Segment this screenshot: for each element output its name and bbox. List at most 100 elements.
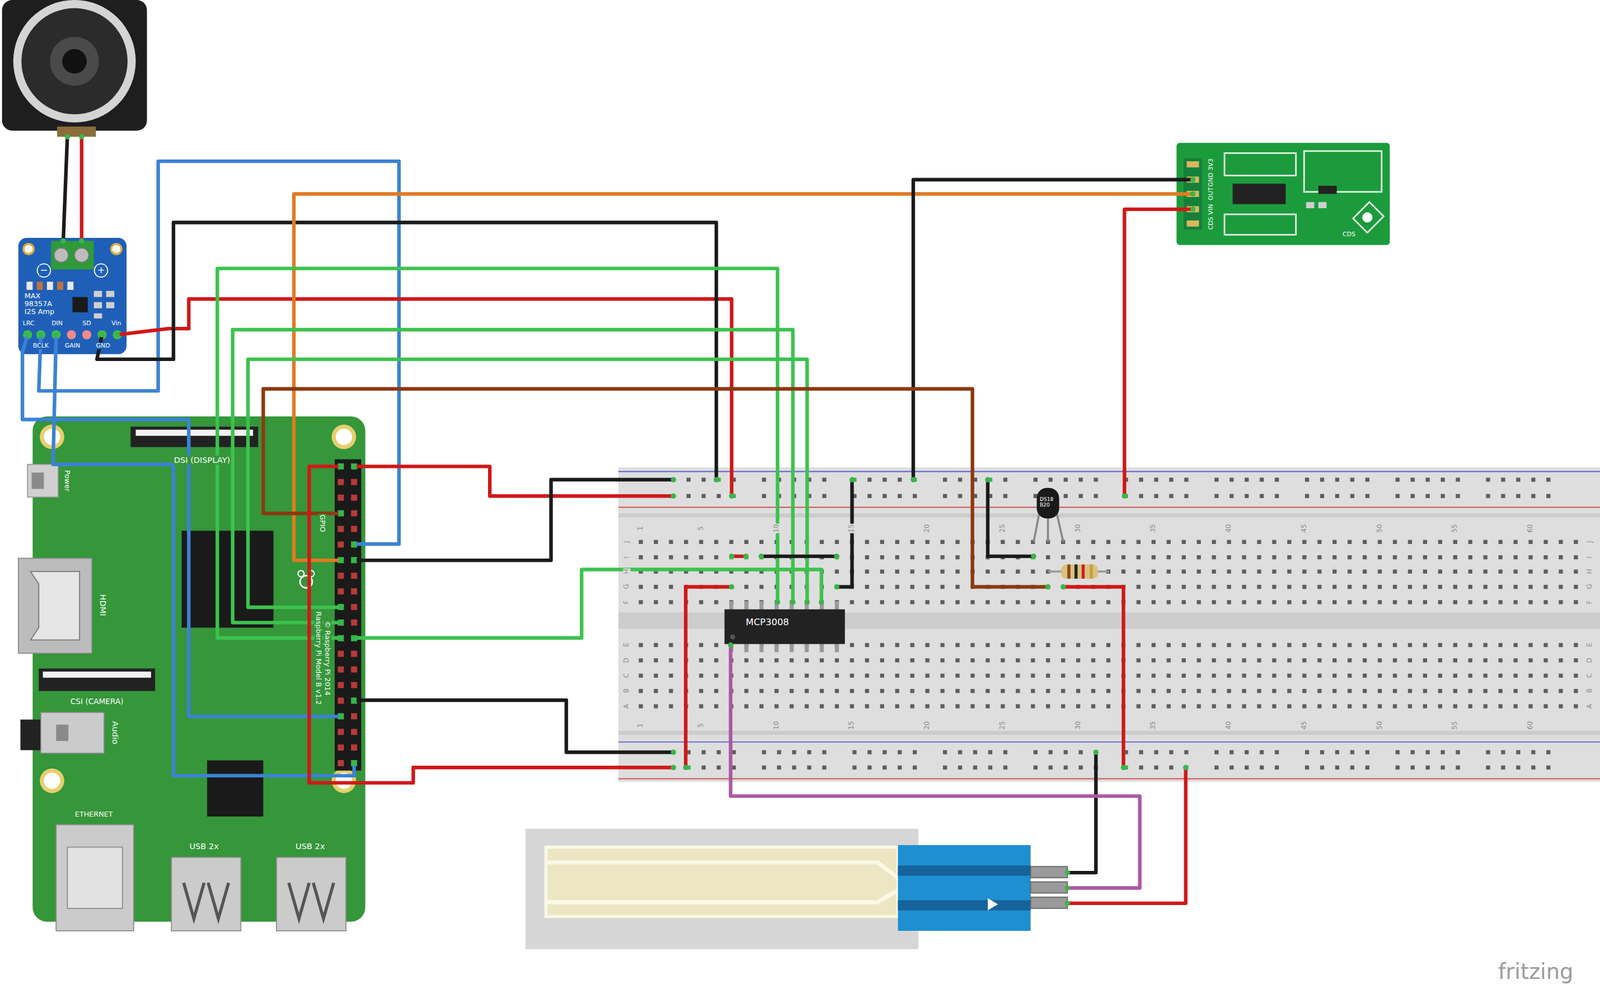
breadboard-holes-part xyxy=(1483,673,1488,678)
breadboard-holes-part xyxy=(1197,540,1201,544)
breadboard-holes-part xyxy=(686,494,691,499)
breadboard-holes-part xyxy=(1500,494,1505,499)
breadboard-holes-part xyxy=(1453,569,1458,574)
microwave-sensor-board-part xyxy=(1353,202,1384,233)
breadboard-holes-part xyxy=(1453,599,1458,604)
breadboard-holes-part xyxy=(1015,673,1020,678)
column-number: 50 xyxy=(1376,523,1384,534)
breadboard-holes-part xyxy=(1211,599,1216,604)
breadboard-holes-part xyxy=(1226,540,1231,544)
raspberry-pi-board-part xyxy=(38,668,156,691)
breadboard-holes-part xyxy=(653,704,658,708)
i2s-amplifier-board-part xyxy=(94,313,103,319)
breadboard-holes-part xyxy=(1211,688,1216,693)
breadboard-holes-part xyxy=(1033,477,1038,482)
wire-ends-part xyxy=(338,557,344,563)
breadboard-holes-part xyxy=(955,599,960,604)
breadboard-holes-part xyxy=(1440,765,1445,770)
breadboard-holes-part xyxy=(1347,658,1352,663)
gpio-header-pins-part xyxy=(338,728,345,735)
breadboard-holes-part xyxy=(1091,643,1096,647)
breadboard-holes-part xyxy=(1392,658,1397,663)
wire-ends-part xyxy=(1120,765,1126,771)
flex-sensor-part xyxy=(898,899,1031,910)
breadboard-holes-part xyxy=(1483,643,1488,647)
breadboard-holes-part xyxy=(1211,704,1216,708)
breadboard-holes-part xyxy=(822,749,827,754)
breadboard-holes-part xyxy=(1528,555,1533,560)
breadboard-holes-part xyxy=(1063,765,1068,770)
breadboard-holes-part xyxy=(834,688,839,693)
breadboard-holes-part xyxy=(1076,673,1081,678)
breadboard-holes-part xyxy=(1573,658,1578,663)
breadboard-holes-part xyxy=(1000,643,1005,647)
column-number: 10 xyxy=(772,523,781,534)
breadboard-holes-part xyxy=(668,584,673,589)
wire-ends-part xyxy=(729,584,735,590)
breadboard-holes-part xyxy=(865,540,870,544)
breadboard-holes-part xyxy=(806,765,811,770)
breadboard-holes-part xyxy=(1543,643,1548,647)
breadboard-holes-part xyxy=(1302,569,1307,574)
raspberry-pi-board-part xyxy=(171,857,241,931)
breadboard-holes-part xyxy=(1138,494,1143,499)
row-letter: C xyxy=(1586,672,1594,679)
gpio-header-pins-part xyxy=(338,681,345,688)
breadboard-holes-part xyxy=(1425,749,1430,754)
breadboard-holes-part xyxy=(1392,673,1397,678)
row-letter: C xyxy=(622,672,631,679)
breadboard-holes-part xyxy=(1211,658,1216,663)
breadboard-holes-part xyxy=(1000,658,1005,663)
wires-part xyxy=(217,268,778,638)
wires-part xyxy=(232,329,794,623)
wire-ends-part xyxy=(1060,584,1066,590)
row-letter: H xyxy=(622,568,631,575)
wire-ends-part xyxy=(64,134,70,140)
breadboard-holes-part xyxy=(1030,658,1035,663)
breadboard-holes-part xyxy=(1211,643,1216,647)
breadboard-holes-part xyxy=(1425,494,1430,499)
breadboard-holes-part xyxy=(880,704,885,708)
i2s-amplifier-board-part xyxy=(54,247,69,263)
breadboard-holes-part xyxy=(1241,540,1246,544)
wire-ends-part xyxy=(351,463,357,469)
breadboard-holes-part xyxy=(1015,569,1020,574)
breadboard-holes-part xyxy=(744,584,749,589)
breadboard-holes-part xyxy=(1350,477,1355,482)
breadboard-holes-part xyxy=(1229,477,1234,482)
breadboard-holes-part xyxy=(1573,599,1578,604)
breadboard-holes-part xyxy=(925,569,929,574)
breadboard-holes-part xyxy=(653,658,658,663)
breadboard-holes-part xyxy=(1241,569,1246,574)
breadboard-holes-part xyxy=(1061,673,1065,678)
breadboard-holes-part xyxy=(1408,658,1412,663)
breadboard-holes-part xyxy=(1151,658,1156,663)
breadboard-holes-part xyxy=(1573,704,1578,708)
breadboard-holes-part xyxy=(1256,673,1261,678)
i2s-amplifier-board-part xyxy=(37,263,51,278)
breadboard-holes-part xyxy=(1166,569,1171,574)
breadboard-holes-part xyxy=(1000,704,1005,708)
breadboard-holes-part xyxy=(1153,477,1158,482)
breadboard-holes-part xyxy=(759,688,764,693)
gpio-header-pins-part xyxy=(350,681,358,688)
breadboard-holes-part xyxy=(1350,494,1355,499)
breadboard-holes-part xyxy=(940,658,945,663)
wire-ends-part xyxy=(78,238,84,244)
breadboard-holes-part xyxy=(1531,494,1536,499)
breadboard xyxy=(618,467,1600,782)
breadboard-part xyxy=(618,467,1600,782)
breadboard-holes-part xyxy=(1362,569,1367,574)
breadboard-holes-part xyxy=(1438,673,1443,678)
breadboard-holes-part xyxy=(1453,688,1458,693)
microwave-sensor-board-part xyxy=(1224,214,1297,235)
breadboard-holes-part xyxy=(1438,643,1443,647)
raspberry-pi-board-part xyxy=(43,671,152,678)
ds18b20-sensor-part xyxy=(1033,510,1040,543)
breadboard-holes-part xyxy=(1211,673,1216,678)
breadboard-holes-part xyxy=(1528,688,1533,693)
breadboard-holes-part xyxy=(1151,584,1156,589)
breadboard-holes-part xyxy=(1076,688,1081,693)
wire-ends-part xyxy=(804,599,810,605)
breadboard-holes-part xyxy=(653,584,658,589)
